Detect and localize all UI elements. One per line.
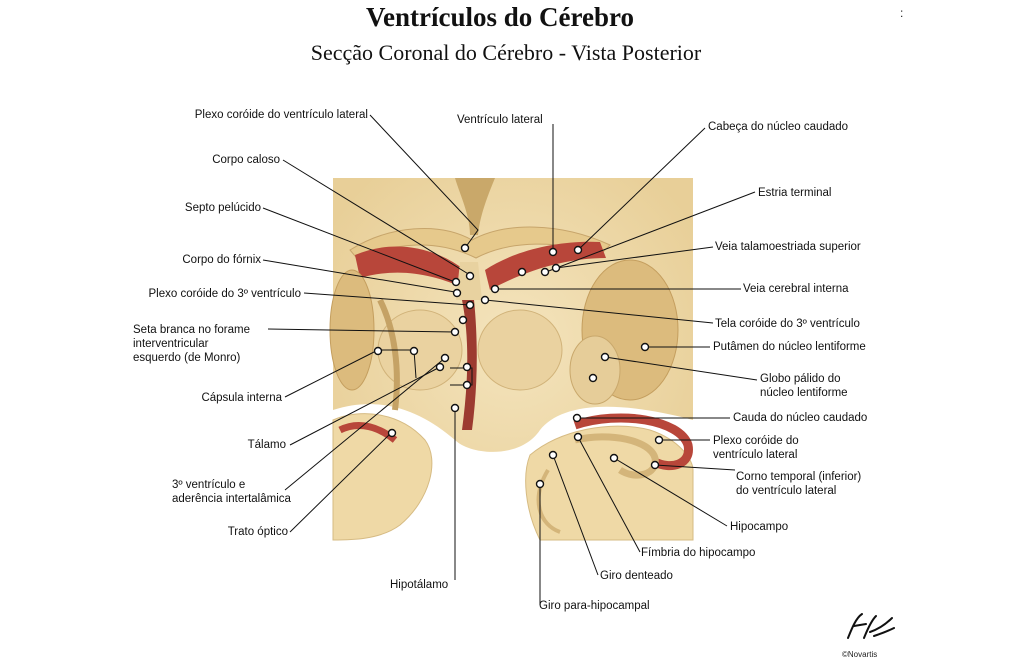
label-hipocampo: Hipocampo [730, 521, 789, 533]
left-inferior-horn [338, 422, 398, 443]
label-plexo-right-line2: ventrículo lateral [713, 449, 798, 461]
label-ventriculo-lateral: Ventrículo lateral [457, 114, 543, 126]
thalamus-connector [450, 367, 473, 386]
label-giro-denteado: Giro denteado [600, 570, 673, 582]
label-corno-line1: Corno temporal (inferior) [736, 471, 862, 483]
label-estria-terminal: Estria terminal [758, 187, 832, 199]
internal-capsule [377, 298, 400, 411]
right-lateral-ventricle [485, 241, 606, 290]
label-veia-cerebral-interna: Veia cerebral interna [743, 283, 849, 295]
label-cauda-caudado: Cauda do núcleo caudado [733, 412, 868, 424]
label-corno-line2: do ventrículo lateral [736, 485, 837, 497]
label-globo-line1: Globo pálido do [760, 373, 841, 385]
label-septo-pelucido: Septo pelúcido [184, 202, 261, 214]
label-3-ventriculo-line2: aderência intertalâmica [172, 493, 291, 505]
label-capsula-interna: Cápsula interna [201, 392, 282, 404]
label-plexo-coroide-right: Plexo coróide do ventrículo lateral [713, 434, 799, 462]
label-plexo-right-line1: Plexo coróide do [713, 435, 799, 447]
label-seta-line1: Seta branca no forame [133, 324, 250, 336]
label-talamo: Tálamo [247, 439, 286, 451]
left-temporal-lobe [332, 413, 433, 541]
label-seta-branca: Seta branca no forame interventricular e… [133, 323, 250, 365]
longitudinal-fissure [455, 178, 495, 235]
leader-lines [262, 114, 758, 605]
right-thalamus [477, 309, 563, 391]
label-seta-line2: interventricular [133, 338, 209, 350]
label-3-ventriculo: 3º ventrículo e aderência intertalâmica [172, 478, 291, 506]
label-plexo-coroide-lateral: Plexo coróide do ventrículo lateral [194, 109, 368, 121]
label-fimbria: Fímbria do hipocampo [641, 547, 756, 559]
label-corpo-fornix: Corpo do fórnix [182, 254, 261, 266]
left-lateral-ventricle [355, 246, 468, 290]
label-plexo-coroide-3: Plexo coróide do 3º ventrículo [148, 288, 301, 300]
label-trato-optico: Trato óptico [227, 526, 288, 538]
label-giro-para-hipocampal: Giro para-hipocampal [539, 600, 650, 612]
page-subtitle: Secção Coronal do Cérebro - Vista Poster… [310, 40, 702, 65]
fornix-septum [456, 262, 482, 300]
label-tela-coroide: Tela coróide do 3º ventrículo [715, 318, 860, 330]
artist-signature [847, 613, 895, 639]
corpus-callosum [349, 226, 611, 263]
right-globus-pallidus [569, 335, 621, 405]
right-temporal-lobe [525, 425, 694, 541]
label-seta-line3: esquerdo (de Monro) [133, 352, 241, 364]
corner-mark: : [900, 6, 904, 20]
hippocampus [574, 433, 659, 479]
label-veia-talamoestriada: Veia talamoestriada superior [715, 241, 861, 253]
label-3-ventriculo-line1: 3º ventrículo e [172, 479, 246, 491]
label-putamen: Putâmen do núcleo lentiforme [713, 341, 866, 353]
marker-dots [373, 243, 664, 489]
label-corpo-caloso: Corpo caloso [212, 154, 280, 166]
page-title: Ventrículos do Cérebro [366, 2, 634, 32]
copyright-text: ©Novartis [842, 650, 878, 659]
label-hipotalamo: Hipotálamo [390, 579, 449, 591]
label-globo-palido: Globo pálido do núcleo lentiforme [760, 372, 848, 400]
label-globo-line2: núcleo lentiforme [760, 387, 848, 399]
label-corno-temporal: Corno temporal (inferior) do ventrículo … [736, 470, 861, 498]
label-cabeca-caudado: Cabeça do núcleo caudado [708, 121, 849, 133]
